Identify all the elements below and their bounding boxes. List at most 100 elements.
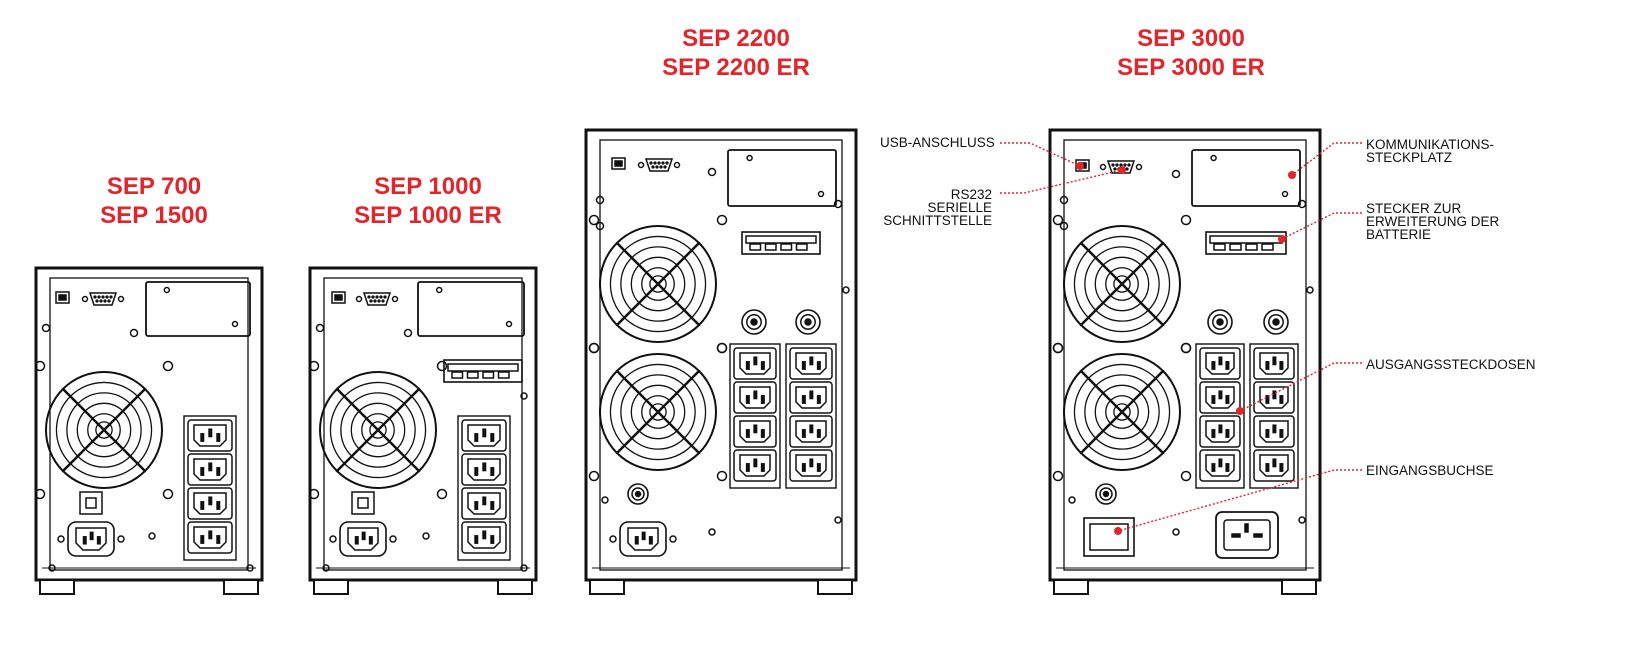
ups-sep1000-rear	[308, 266, 538, 595]
fan-ring	[649, 275, 667, 293]
model-title-line2: SEP 2200 ER	[662, 54, 810, 81]
battery-pin	[497, 371, 510, 379]
fan-guard-bar	[615, 241, 701, 327]
outlet-pin	[200, 433, 205, 442]
fan-guard-bar	[61, 387, 147, 473]
pin	[93, 295, 97, 299]
ac-outlet-icon	[187, 521, 233, 554]
pin	[665, 161, 669, 165]
outlet-face	[795, 386, 827, 409]
screw	[609, 535, 617, 543]
fan-ring	[1073, 235, 1171, 333]
screw	[588, 342, 600, 354]
outlet-column-frame	[183, 415, 237, 561]
fan-ring	[1063, 353, 1181, 471]
screw	[34, 488, 46, 500]
screw	[246, 564, 254, 572]
fan-ring	[609, 363, 707, 461]
outlet-pin	[801, 395, 806, 404]
outlet-pin	[745, 429, 750, 438]
battery-pin	[1213, 243, 1226, 251]
model-title-line2: SEP 1500	[100, 202, 208, 229]
circuit-breaker-icon	[1207, 309, 1233, 335]
battery-connector-bar	[1209, 235, 1283, 244]
pin	[655, 165, 659, 169]
outlet-frame	[1253, 415, 1295, 448]
screw	[601, 496, 609, 504]
breaker-ring	[631, 487, 645, 501]
outlet-pin	[1211, 395, 1216, 404]
battery-pin	[1245, 243, 1258, 251]
screw	[716, 470, 728, 482]
cabinet-outline	[308, 266, 538, 582]
ac-outlet-icon	[461, 487, 507, 520]
screw	[1052, 470, 1064, 482]
outlet-pin	[809, 458, 814, 468]
fan-ring	[609, 235, 707, 333]
fan-ring	[620, 246, 696, 322]
outlet-face	[467, 424, 501, 447]
input-leader	[1117, 469, 1362, 532]
screw	[308, 360, 320, 372]
usb-port-inner	[614, 160, 623, 167]
screw	[308, 488, 320, 500]
breaker-ring	[1099, 487, 1113, 501]
outlet-frame	[1253, 347, 1295, 380]
breaker-center	[1272, 318, 1280, 326]
outlet-pin	[1272, 390, 1277, 400]
outlet-pin	[200, 535, 205, 544]
outlet-frame	[733, 347, 777, 380]
fan-ring	[599, 353, 717, 471]
screw	[707, 167, 717, 177]
ac-outlet-icon	[1253, 347, 1295, 380]
outlet-face	[795, 352, 827, 375]
outlet-pin	[216, 467, 221, 476]
comm-slot-leader	[1291, 142, 1362, 176]
battery-pin	[764, 243, 777, 251]
outlet-pin	[200, 501, 205, 510]
outlet-face	[467, 458, 501, 481]
callout-marker	[1118, 166, 1126, 174]
outlet-face	[1205, 352, 1235, 375]
callout-comm-slot-line2: STECKPLATZ	[1366, 150, 1453, 165]
fan-guard-bar	[1079, 369, 1165, 455]
ac-outlet-icon	[1253, 381, 1295, 414]
outlet-face	[193, 458, 227, 481]
fan-ring	[1094, 384, 1150, 440]
fan-ring	[620, 374, 696, 450]
outlet-pin	[1272, 458, 1277, 468]
cooling-fan	[1052, 214, 1192, 354]
screw	[595, 195, 605, 205]
screw	[1059, 221, 1069, 231]
battery-pin	[1229, 243, 1242, 251]
outlet-frame	[1253, 381, 1295, 414]
communication-slot	[417, 281, 525, 337]
outlet-column-frame	[457, 415, 511, 561]
outlet-pin	[753, 424, 758, 434]
outlet-pin	[1272, 356, 1277, 366]
fan-ring	[340, 392, 416, 468]
battery-pin	[780, 243, 793, 251]
pin	[105, 295, 109, 299]
outlet-column-frame	[729, 343, 781, 489]
callout-marker	[1288, 171, 1296, 179]
outlet-pin	[474, 501, 479, 510]
fan-ring	[630, 384, 686, 440]
screw	[520, 392, 528, 400]
outlet-face	[1205, 386, 1235, 409]
model-title-line1: SEP 1000	[374, 173, 482, 200]
communication-slot	[1191, 149, 1301, 207]
outlet-frame	[187, 453, 233, 486]
pin	[379, 295, 383, 299]
circuit-breaker-icon	[627, 483, 649, 505]
usb-port-inner	[58, 294, 67, 301]
screw	[117, 295, 125, 303]
fan-ring	[649, 403, 667, 421]
fan-ring	[641, 395, 675, 429]
outlet-pin	[801, 429, 806, 438]
outlet-pin	[1253, 533, 1263, 538]
outlet-pin	[1231, 533, 1241, 538]
fan-ring	[630, 256, 686, 312]
ac-outlet-icon	[733, 381, 777, 414]
circuit-breaker-icon	[795, 309, 821, 335]
